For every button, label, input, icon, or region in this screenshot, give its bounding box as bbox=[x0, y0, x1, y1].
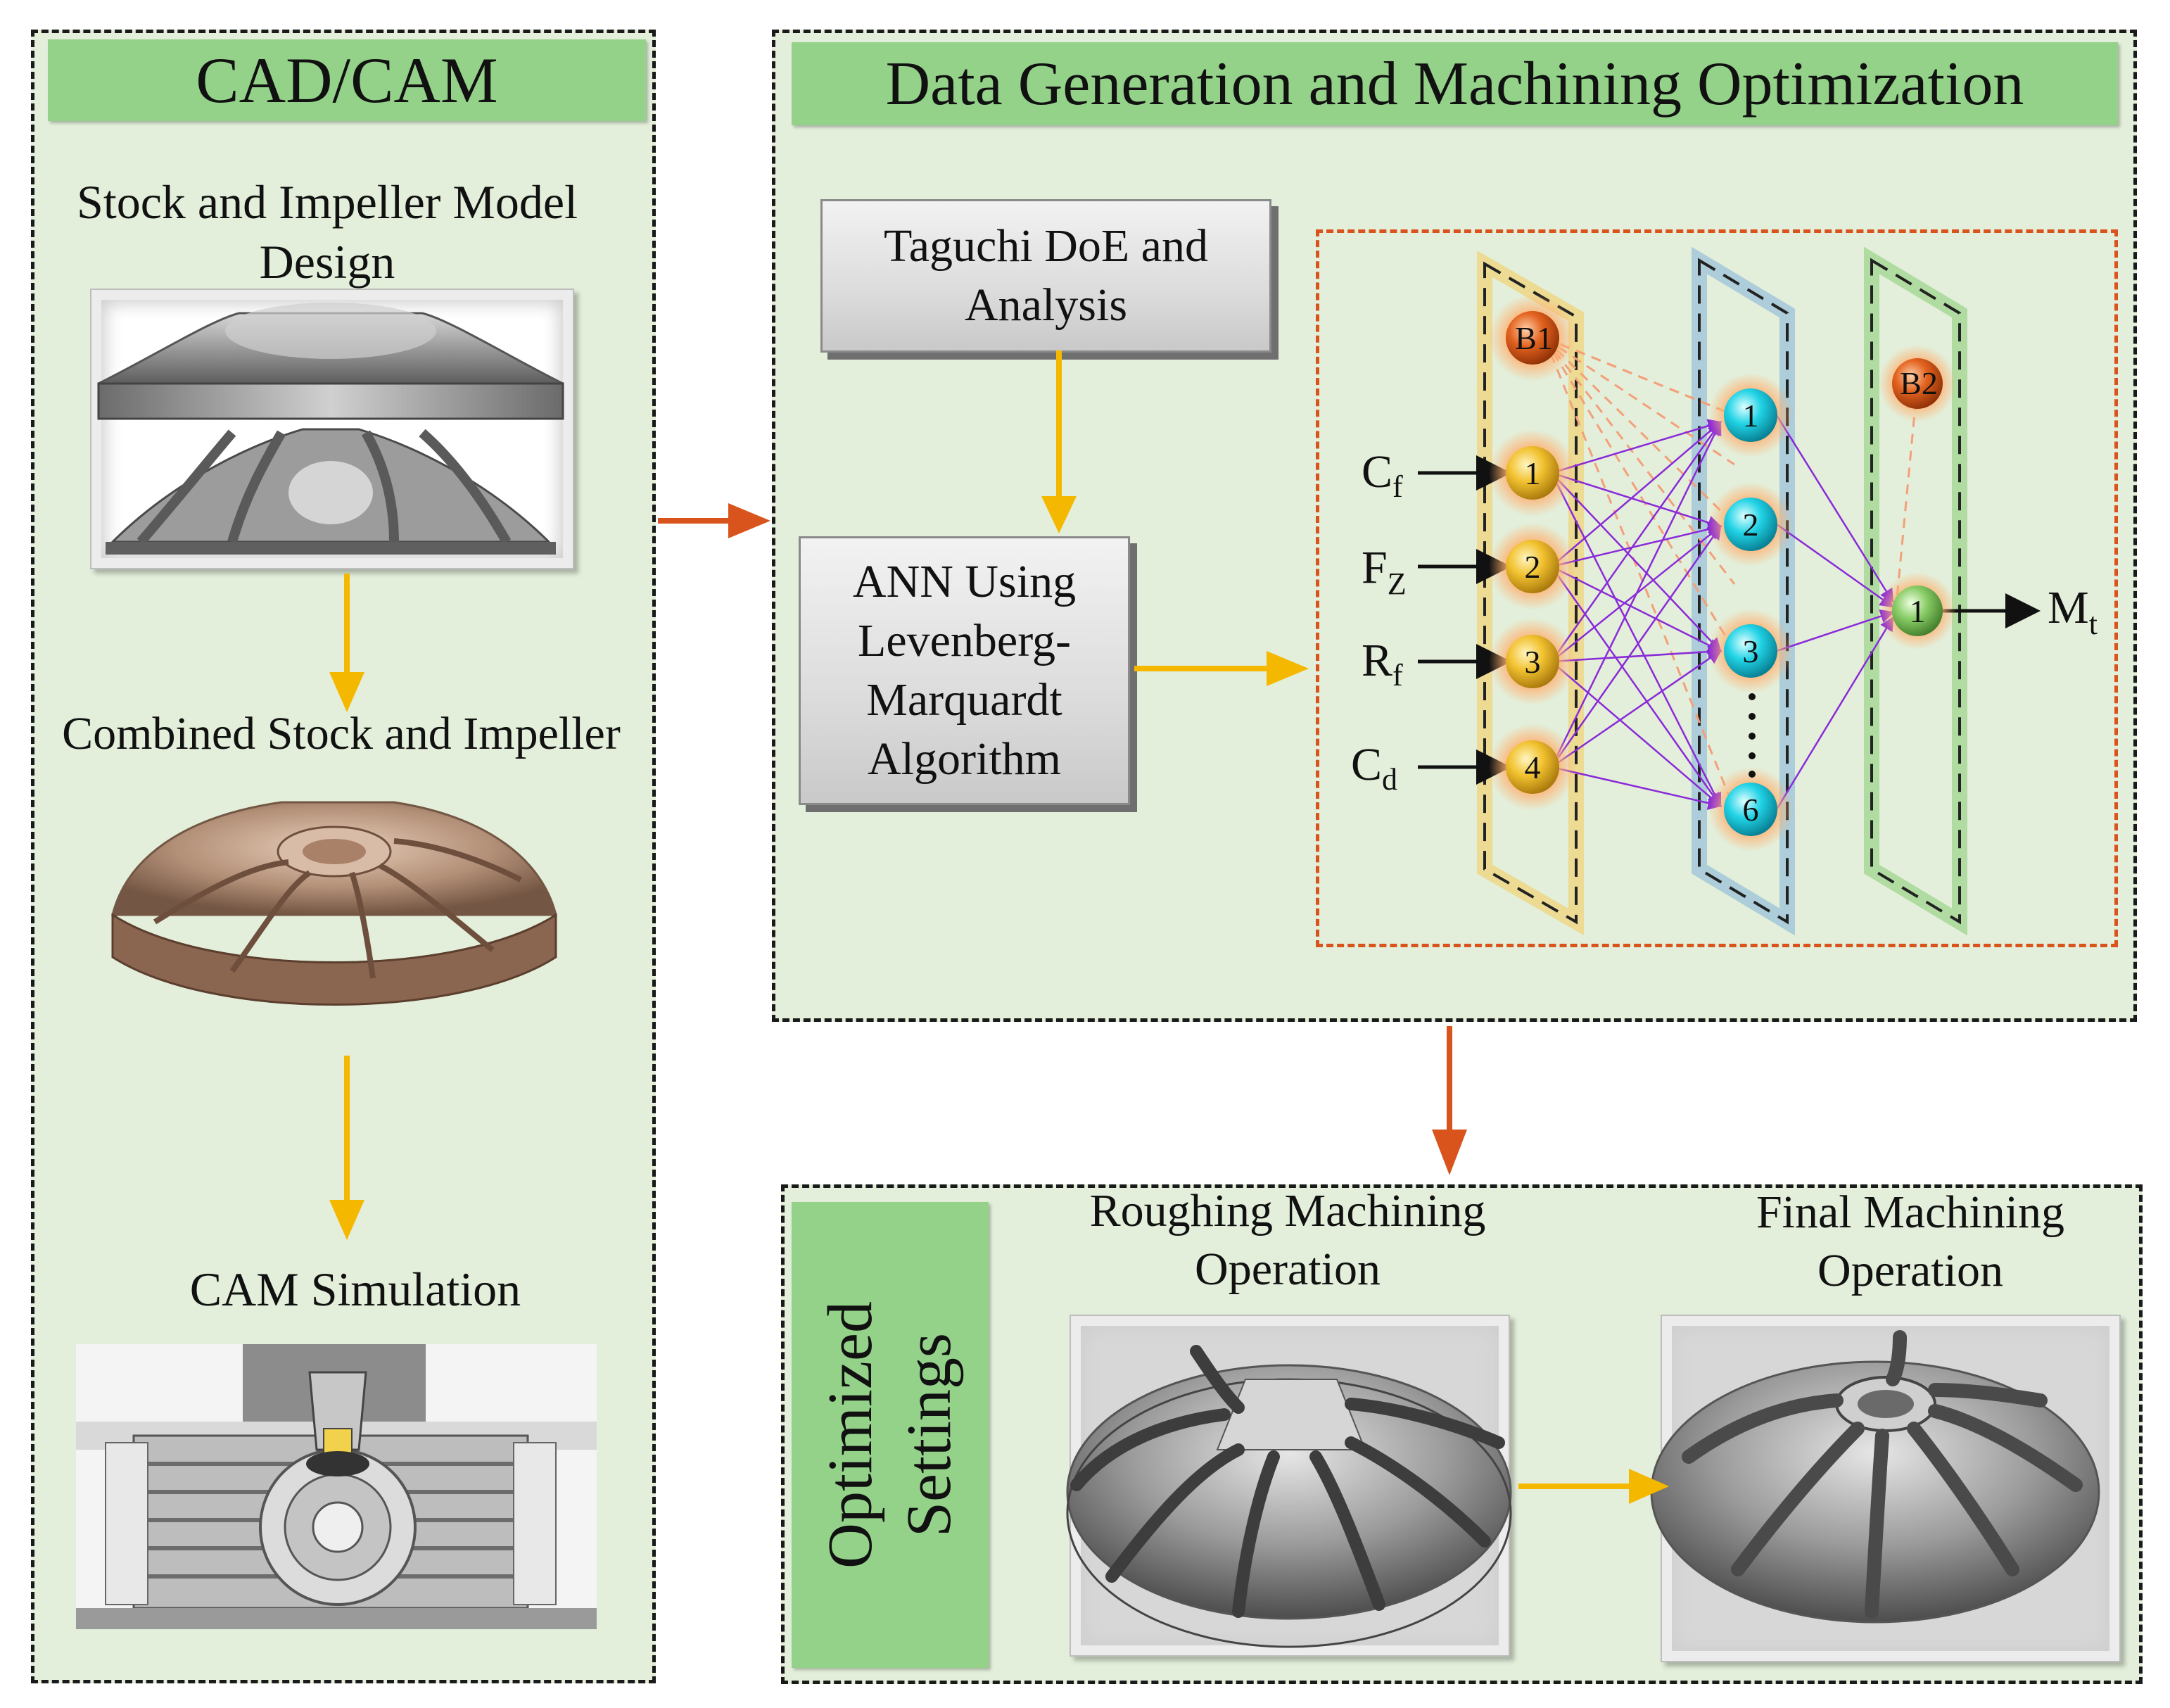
taguchi-box[interactable]: Taguchi DoE and Analysis bbox=[820, 199, 1271, 353]
roughing-label: Roughing Machining Operation bbox=[1089, 1185, 1486, 1295]
stock-impeller-model-image bbox=[90, 289, 574, 569]
final-label: Final Machining Operation bbox=[1756, 1187, 2065, 1296]
final-impeller-image bbox=[1661, 1315, 2121, 1662]
optimization-title: Data Generation and Machining Optimizati… bbox=[792, 42, 2118, 125]
network-frame bbox=[1316, 229, 2118, 947]
step1-label: Stock and Impeller Model Design bbox=[77, 175, 578, 289]
step3-label: CAM Simulation bbox=[189, 1263, 521, 1316]
cad-cam-title: CAD/CAM bbox=[48, 39, 646, 121]
optimized-settings-text: Optimized Settings bbox=[815, 1301, 965, 1569]
roughing-impeller-image bbox=[1070, 1315, 1510, 1657]
cad-cam-title-text: CAD/CAM bbox=[196, 44, 498, 116]
ann-box[interactable]: ANN Using Levenberg-Marquardt Algorithm bbox=[799, 536, 1130, 805]
optimized-settings-band: Optimized Settings bbox=[792, 1202, 989, 1668]
step2-label: Combined Stock and Impeller bbox=[62, 708, 621, 759]
